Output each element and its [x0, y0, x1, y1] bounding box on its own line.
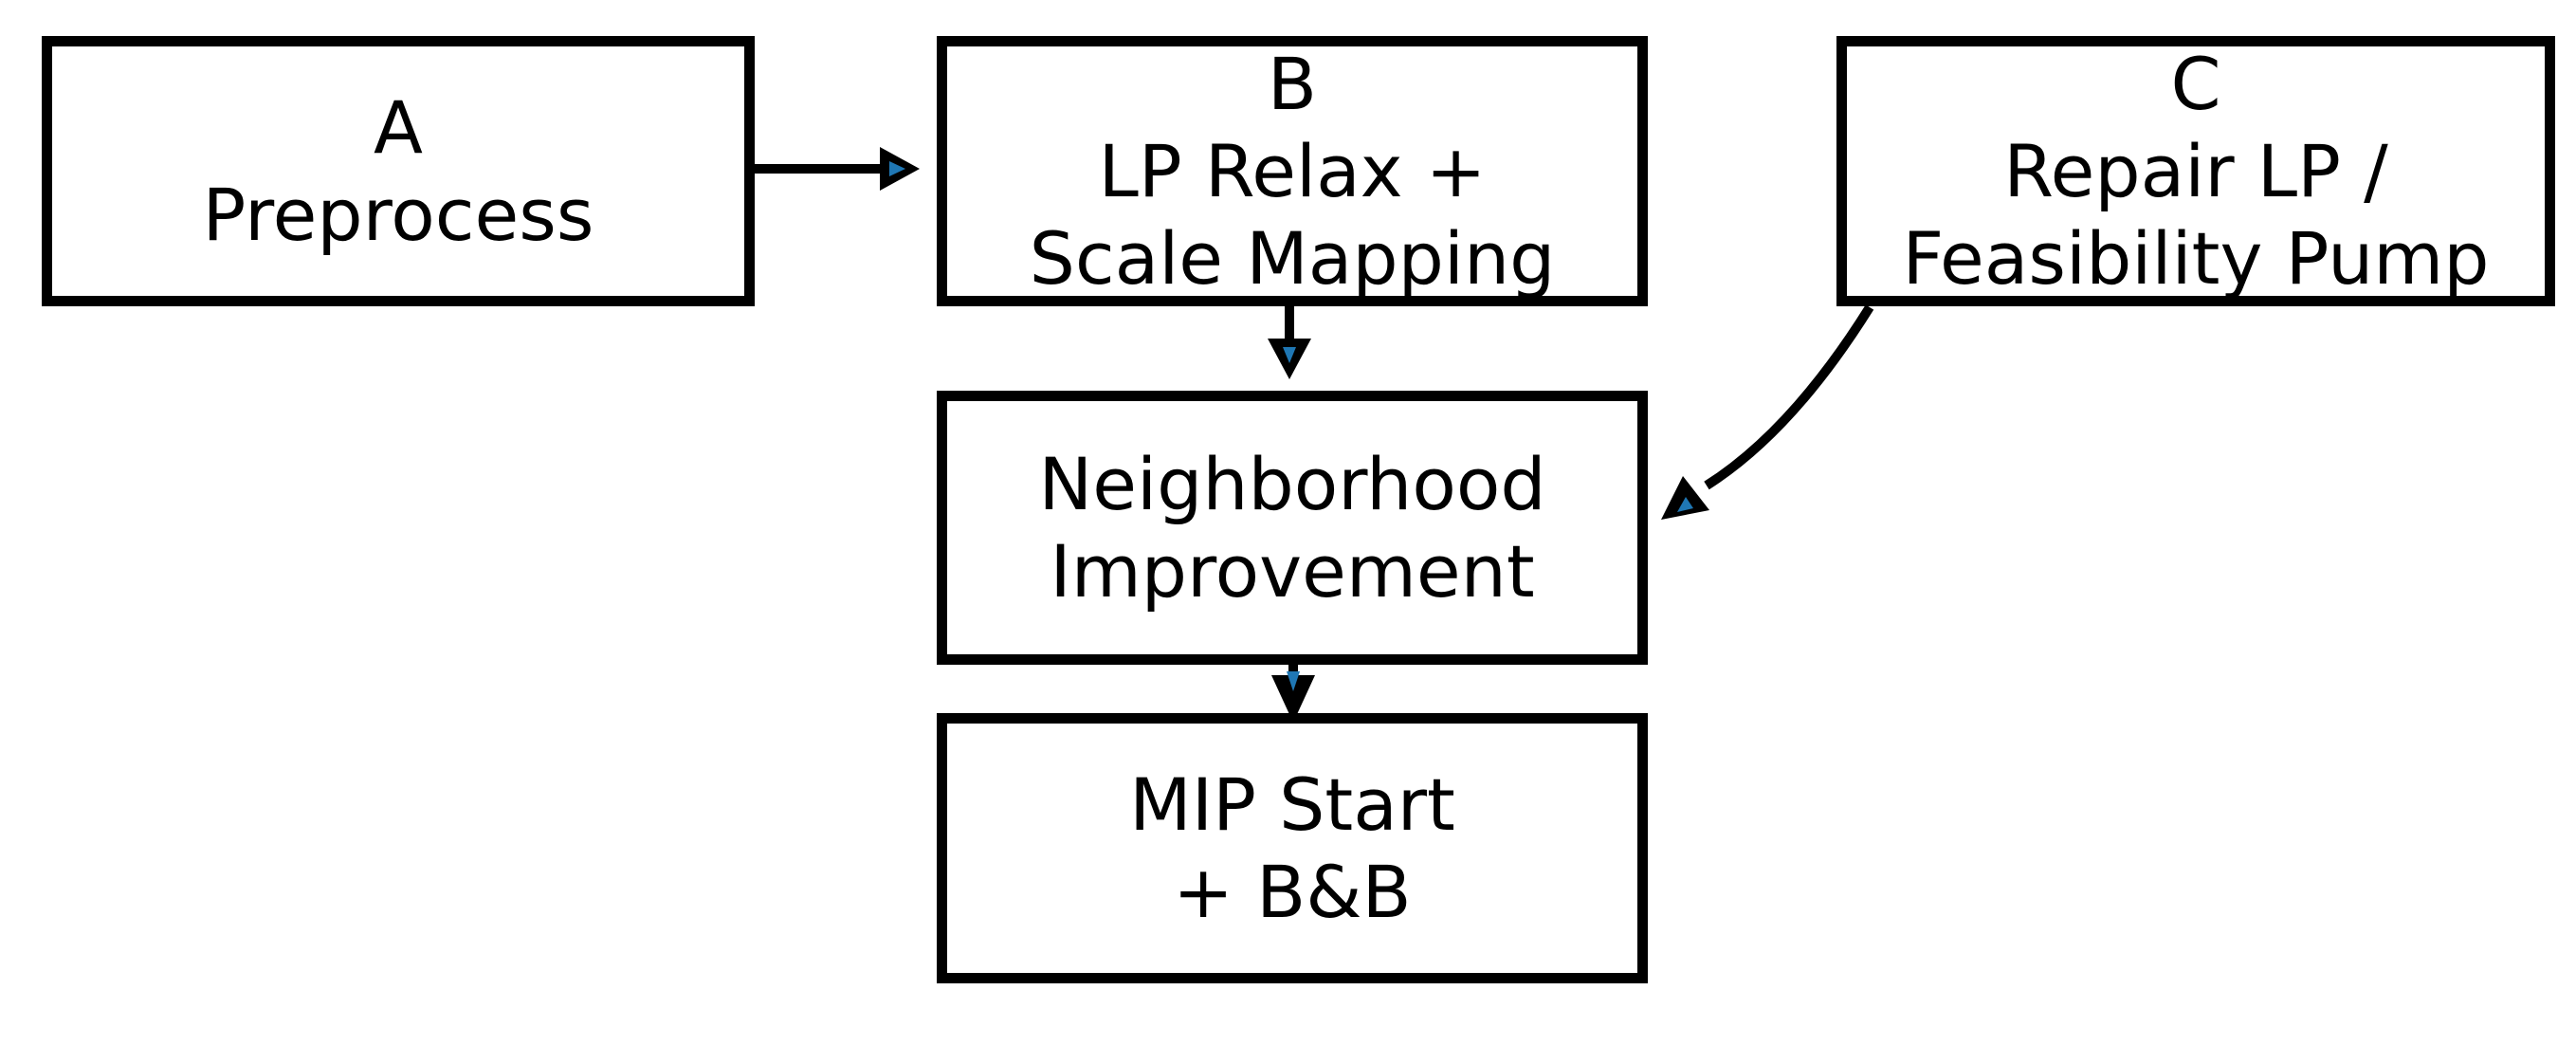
arrow-c-to-neighborhood — [1661, 304, 1874, 520]
arrow-accent-tip — [1287, 671, 1300, 691]
node-label-line: Repair LP / — [2003, 128, 2388, 213]
node-label-line: LP Relax + — [1098, 128, 1487, 213]
node-label-line: Neighborhood — [1038, 441, 1546, 526]
arrow-a-to-b — [754, 147, 920, 191]
node-label-line: MIP Start — [1129, 761, 1455, 847]
node-label-line: Improvement — [1050, 528, 1535, 614]
arrow-accent-tip — [889, 161, 905, 176]
node-c-repair-lp-feasibility-pump: C Repair LP / Feasibility Pump — [1836, 36, 2555, 306]
node-label-line: Preprocess — [202, 172, 594, 257]
node-label-line: Scale Mapping — [1029, 215, 1556, 301]
node-label-line: C — [2170, 41, 2221, 126]
arrow-accent-tip — [1283, 347, 1296, 363]
node-label-line: + B&B — [1173, 849, 1412, 934]
arrow-b-to-neighborhood — [1268, 305, 1311, 379]
node-neighborhood-improvement: Neighborhood Improvement — [937, 391, 1648, 665]
node-label-line: Feasibility Pump — [1902, 215, 2490, 301]
node-mip-start-bb: MIP Start + B&B — [937, 713, 1648, 983]
node-a-preprocess: A Preprocess — [42, 36, 755, 306]
node-label-line: B — [1267, 41, 1318, 126]
arrow-accent-tip — [1677, 497, 1693, 512]
node-label-line: A — [374, 84, 423, 170]
node-b-lp-relax-scale-mapping: B LP Relax + Scale Mapping — [937, 36, 1648, 306]
